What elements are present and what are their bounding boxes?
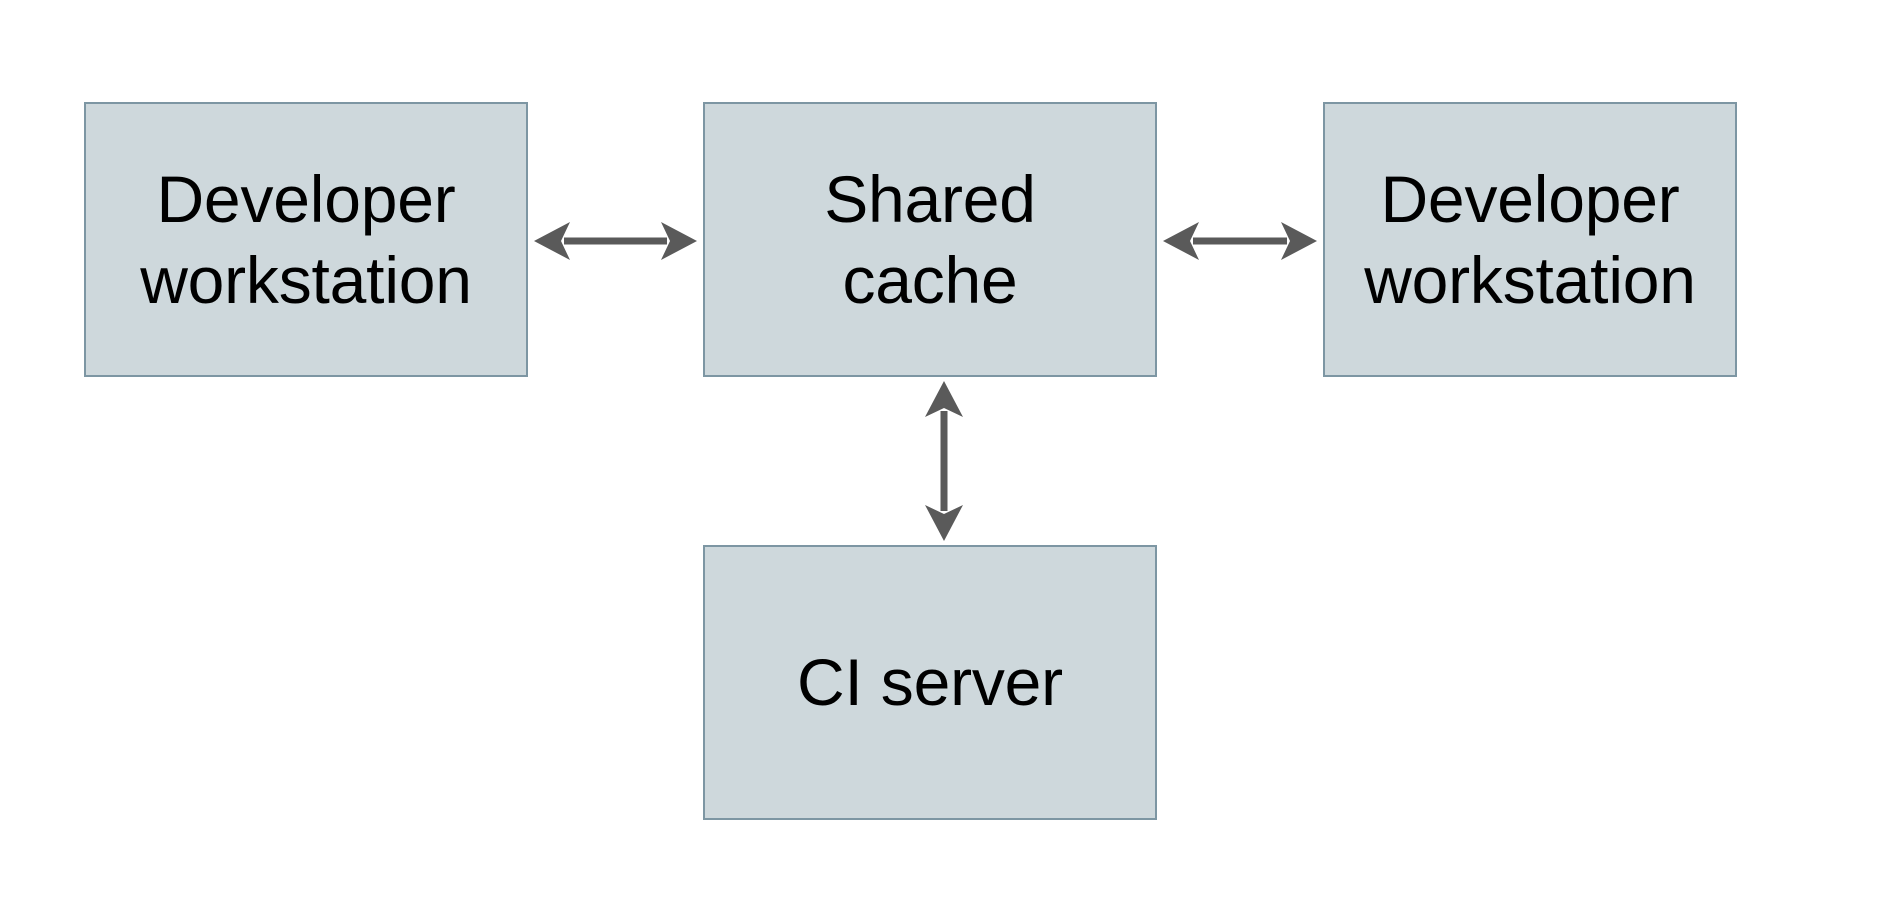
node-shared-cache[interactable]: Shared cache bbox=[703, 102, 1157, 377]
node-developer-workstation-right[interactable]: Developer workstation bbox=[1323, 102, 1737, 377]
edge-left-workstation-to-cache[interactable] bbox=[528, 212, 703, 270]
double-arrow-horizontal-icon bbox=[1163, 222, 1317, 260]
node-label-ci-server: CI server bbox=[797, 645, 1063, 720]
node-label-developer-workstation-left: Developer workstation bbox=[140, 161, 472, 317]
node-label-developer-workstation-right: Developer workstation bbox=[1364, 161, 1696, 317]
edge-cache-to-right-workstation[interactable] bbox=[1157, 212, 1323, 270]
node-developer-workstation-left[interactable]: Developer workstation bbox=[84, 102, 528, 377]
node-ci-server[interactable]: CI server bbox=[703, 545, 1157, 820]
double-arrow-horizontal-icon bbox=[534, 222, 697, 260]
node-label-shared-cache: Shared cache bbox=[824, 161, 1036, 317]
edge-ci-server-to-cache[interactable] bbox=[915, 377, 973, 545]
double-arrow-vertical-icon bbox=[925, 381, 963, 541]
